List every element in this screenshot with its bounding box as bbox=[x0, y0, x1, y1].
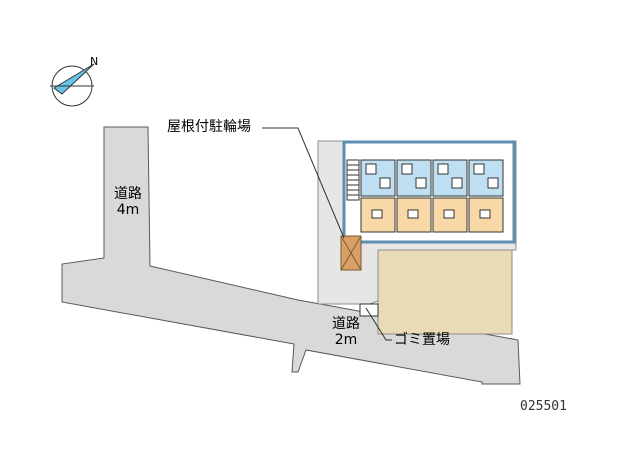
road-4m-label-line2: 4m bbox=[116, 202, 140, 218]
garbage-area-label: ゴミ置場 bbox=[394, 332, 450, 348]
road-4m-label: 道路 4m bbox=[110, 186, 146, 218]
bicycle-parking-label: 屋根付駐輪場 bbox=[167, 119, 251, 135]
road-2m-label: 道路 2m bbox=[326, 316, 366, 348]
stairs bbox=[346, 159, 360, 201]
unit-1 bbox=[360, 159, 396, 233]
road-2m-label-line1: 道路 bbox=[332, 316, 360, 332]
unit-2 bbox=[396, 159, 432, 233]
unit-4 bbox=[468, 159, 504, 233]
bicycle-parking-leader bbox=[262, 127, 345, 239]
garbage-area-shape bbox=[359, 303, 379, 317]
compass-icon bbox=[50, 63, 95, 107]
compass-north-label: N bbox=[90, 55, 99, 68]
garbage-area-leader bbox=[365, 307, 392, 341]
reference-code: 025501 bbox=[520, 399, 567, 414]
road-2m-label-line2: 2m bbox=[334, 332, 358, 348]
unit-3 bbox=[432, 159, 468, 233]
road-4m-label-line1: 道路 bbox=[114, 186, 142, 202]
neighbor-lot bbox=[377, 249, 513, 335]
